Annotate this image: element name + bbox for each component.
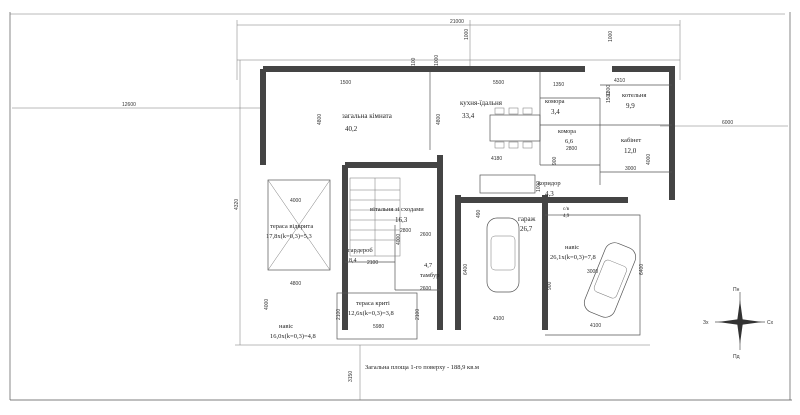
dim-2800: 2800 — [566, 146, 577, 152]
dim-900b: 900 — [552, 156, 558, 165]
car-garage — [486, 217, 520, 293]
room-study-area: 12,0 — [624, 147, 637, 155]
room-bath-name: с/в — [563, 207, 570, 212]
dim-4100: 4100 — [493, 316, 504, 322]
room-terrace-covered-name: тераса криті — [356, 300, 390, 307]
dim-1000c: 1000 — [608, 31, 614, 42]
dim-3000a: 3000 — [625, 166, 636, 172]
dim-1500a: 1500 — [340, 80, 351, 86]
room-pantry-name: комора — [545, 98, 565, 105]
dim-4800b: 4800 — [436, 114, 442, 125]
dim-2600a: 2600 — [420, 232, 431, 238]
dim-4180: 4180 — [491, 156, 502, 162]
room-living-area: 40,2 — [345, 125, 358, 133]
room-boiler-name: котельня — [622, 92, 646, 99]
dim-1000d: 1000 — [536, 181, 542, 192]
room-living-name: загальна кімната — [342, 112, 393, 120]
dim-1350: 1350 — [553, 82, 564, 88]
dim-900a: 900 — [547, 281, 553, 290]
wall-north-east — [612, 66, 675, 200]
compass-rose — [715, 292, 765, 350]
room-storage-name: комора — [558, 129, 576, 135]
room-kitchen-name: кухня-їдальня — [460, 99, 503, 107]
room-canopy-right-area: 26,1x(k=0,3)=7,8 — [550, 254, 596, 261]
dim-4800c: 4800 — [290, 281, 301, 287]
room-terrace-open-area: 17,8x(k=0,3)=5,3 — [266, 233, 312, 240]
dim-2800b: 2800 — [400, 228, 411, 234]
dim-3150: 3150 — [348, 371, 354, 382]
room-terrace-open-name: тераса відкрита — [270, 223, 313, 230]
room-hall-name: вітальня зі сходами — [370, 206, 424, 213]
room-study-name: кабінет — [621, 137, 641, 144]
dim-4000c: 4000 — [290, 198, 301, 204]
dim-12600: 12600 — [122, 102, 136, 108]
canopy-right-outline — [545, 214, 641, 336]
dim-2100b: 2100 — [336, 309, 342, 320]
dim-2100: 2100 — [367, 260, 378, 266]
terrace-open-area — [267, 179, 331, 271]
sofa — [479, 174, 536, 194]
dining-table — [489, 107, 541, 149]
room-boiler-area: 9,9 — [626, 102, 635, 110]
dim-100: 100 — [411, 57, 417, 66]
staircase — [349, 177, 401, 257]
dim-1000a: 1000 — [464, 29, 470, 40]
dim-6400a: 6400 — [463, 264, 469, 275]
dim-4000d: 4000 — [264, 299, 270, 310]
dim-2600b: 2600 — [420, 286, 431, 292]
room-terrace-covered-area: 12,6x(k=0,3)=3,8 — [348, 310, 394, 317]
dim-1300: 1300 — [606, 85, 612, 96]
room-vestibule-area: 4,7 — [424, 262, 433, 269]
dim-2100c: 2100 — [415, 309, 421, 320]
room-vestibule-name: тамбур — [420, 272, 439, 279]
room-kitchen-area: 33,4 — [462, 112, 475, 120]
room-wardrobe-area: 8,4 — [349, 258, 357, 264]
compass-north: Пн — [733, 287, 740, 293]
compass-south: Пд — [733, 354, 740, 360]
dim-4000b: 4000 — [396, 234, 402, 245]
dim-1000b: 1000 — [434, 55, 440, 66]
dim-6000: 6000 — [722, 120, 733, 126]
dim-1500b: 1500 — [606, 92, 612, 103]
room-hall-area: 16,3 — [395, 216, 408, 224]
dim-490: 490 — [476, 209, 482, 218]
compass-west: Зх — [703, 320, 709, 326]
dim-4310: 4310 — [614, 78, 625, 84]
dim-5500: 5500 — [493, 80, 504, 86]
room-corridor-name: коридор — [538, 180, 561, 187]
dim-21000: 21000 — [450, 19, 464, 25]
total-area-caption: Загальна площа 1-го поверху - 188,9 кв.м — [365, 364, 480, 371]
dim-4100b: 4100 — [590, 323, 601, 329]
room-canopy-left-area: 16,0x(k=0,3)=4,8 — [270, 333, 316, 340]
car-canopy — [583, 242, 637, 318]
room-canopy-right-name: навіс — [565, 244, 579, 251]
room-storage-area: 6,6 — [565, 138, 574, 145]
dim-4320: 4320 — [234, 199, 240, 210]
compass-east: Сх — [767, 320, 774, 326]
dim-3000b: 3000 — [587, 269, 598, 275]
terrace-covered-area — [336, 292, 418, 340]
room-garage-area: 26,7 — [520, 225, 533, 233]
dim-4000a: 4000 — [646, 154, 652, 165]
room-canopy-left-name: навіс — [279, 323, 293, 330]
dim-4800a: 4800 — [317, 114, 323, 125]
dim-6400b: 6400 — [639, 264, 645, 275]
room-garage-name: гараж — [518, 215, 536, 223]
dim-5980: 5980 — [373, 324, 384, 330]
room-corridor-area: 4,3 — [545, 190, 554, 198]
room-wardrobe-name: гардероб — [348, 247, 373, 254]
room-bath-area: 4,9 — [563, 214, 570, 219]
room-pantry-area: 3,4 — [551, 108, 560, 116]
